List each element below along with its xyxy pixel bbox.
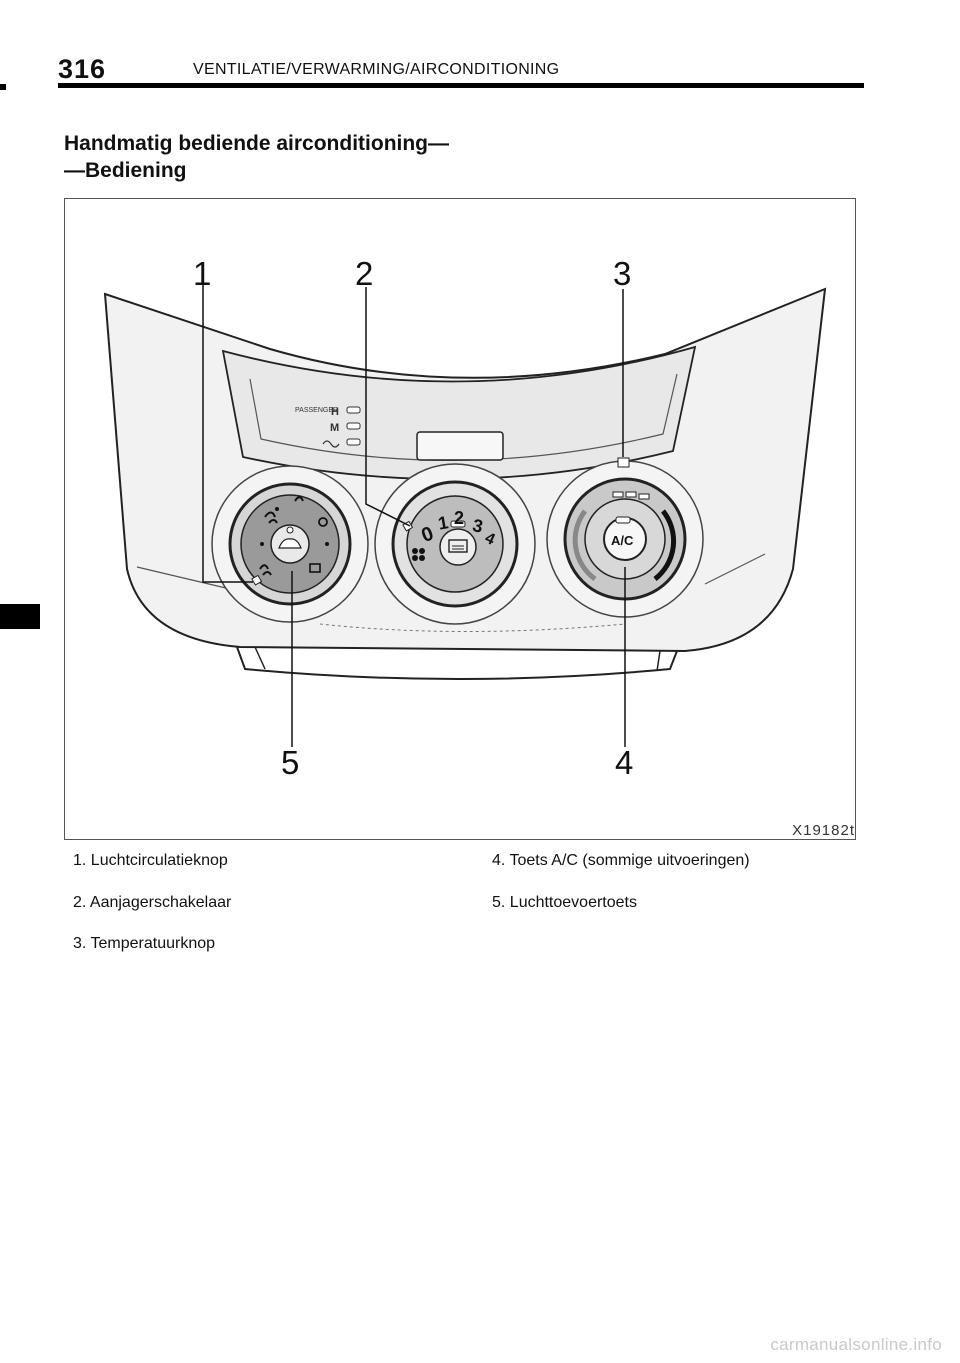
section-title-line-1: Handmatig bediende airconditioning— (64, 132, 450, 155)
legend-item-5: 5. Luchttoevoertoets (492, 894, 637, 911)
indicator-h-led (346, 406, 361, 414)
climate-control-figure: PASSENGER H M (64, 198, 856, 840)
panel-groove-right (704, 553, 766, 585)
legend-item-3: 3. Temperatuurknop (73, 935, 216, 952)
panel-bottom-seam (319, 623, 626, 632)
section-title-line-2: —Bediening (64, 159, 187, 182)
ac-button[interactable]: A/C (603, 516, 647, 561)
legend-item-2: 2. Aanjagerschakelaar (73, 894, 232, 911)
section-title: Handmatig bediende airconditioning— —Bed… (64, 130, 449, 184)
display-band (221, 345, 697, 480)
callout-4: 4 (615, 744, 634, 781)
blower-switch-knob[interactable] (374, 463, 536, 625)
callout-3: 3 (613, 255, 632, 292)
callout-5: 5 (281, 744, 300, 781)
callout-1-leader (202, 284, 253, 583)
section-tab-marker (0, 604, 40, 629)
indicator-passenger-label: PASSENGER (295, 407, 338, 414)
site-watermark: carmanualsonline.info (770, 1335, 942, 1354)
indicator-m-label: M (330, 422, 339, 434)
header-rule (58, 83, 864, 88)
display-window (416, 431, 504, 461)
chapter-title: VENTILATIE/VERWARMING/AIRCONDITIONING (193, 61, 560, 78)
fan-speed-1: 1 (437, 512, 450, 533)
panel-lower-lip (236, 646, 678, 680)
page-number: 316 (58, 54, 107, 84)
indicator-low-icon (322, 440, 340, 448)
legend-item-4: 4. Toets A/C (sommige uitvoeringen) (492, 852, 750, 869)
panel-groove-left (136, 566, 231, 590)
ac-button-label: A/C (611, 533, 634, 548)
callout-1: 1 (193, 255, 212, 292)
indicator-m-led (346, 422, 361, 430)
indicator-low-led (346, 438, 361, 446)
callout-2-leader (365, 287, 411, 527)
fan-speed-3: 3 (471, 515, 485, 537)
air-outlet-knob[interactable] (211, 465, 369, 623)
callout-2: 2 (355, 255, 374, 292)
corner-mark (0, 84, 6, 90)
fan-speed-2: 2 (454, 508, 464, 528)
climate-panel-illustration: PASSENGER H M (103, 284, 827, 747)
legend-item-1: 1. Luchtcirculatieknop (73, 852, 228, 869)
indicator-h-label: H (331, 406, 339, 418)
panel-lip-edges (254, 646, 661, 672)
figure-code: X19182t (792, 822, 855, 839)
